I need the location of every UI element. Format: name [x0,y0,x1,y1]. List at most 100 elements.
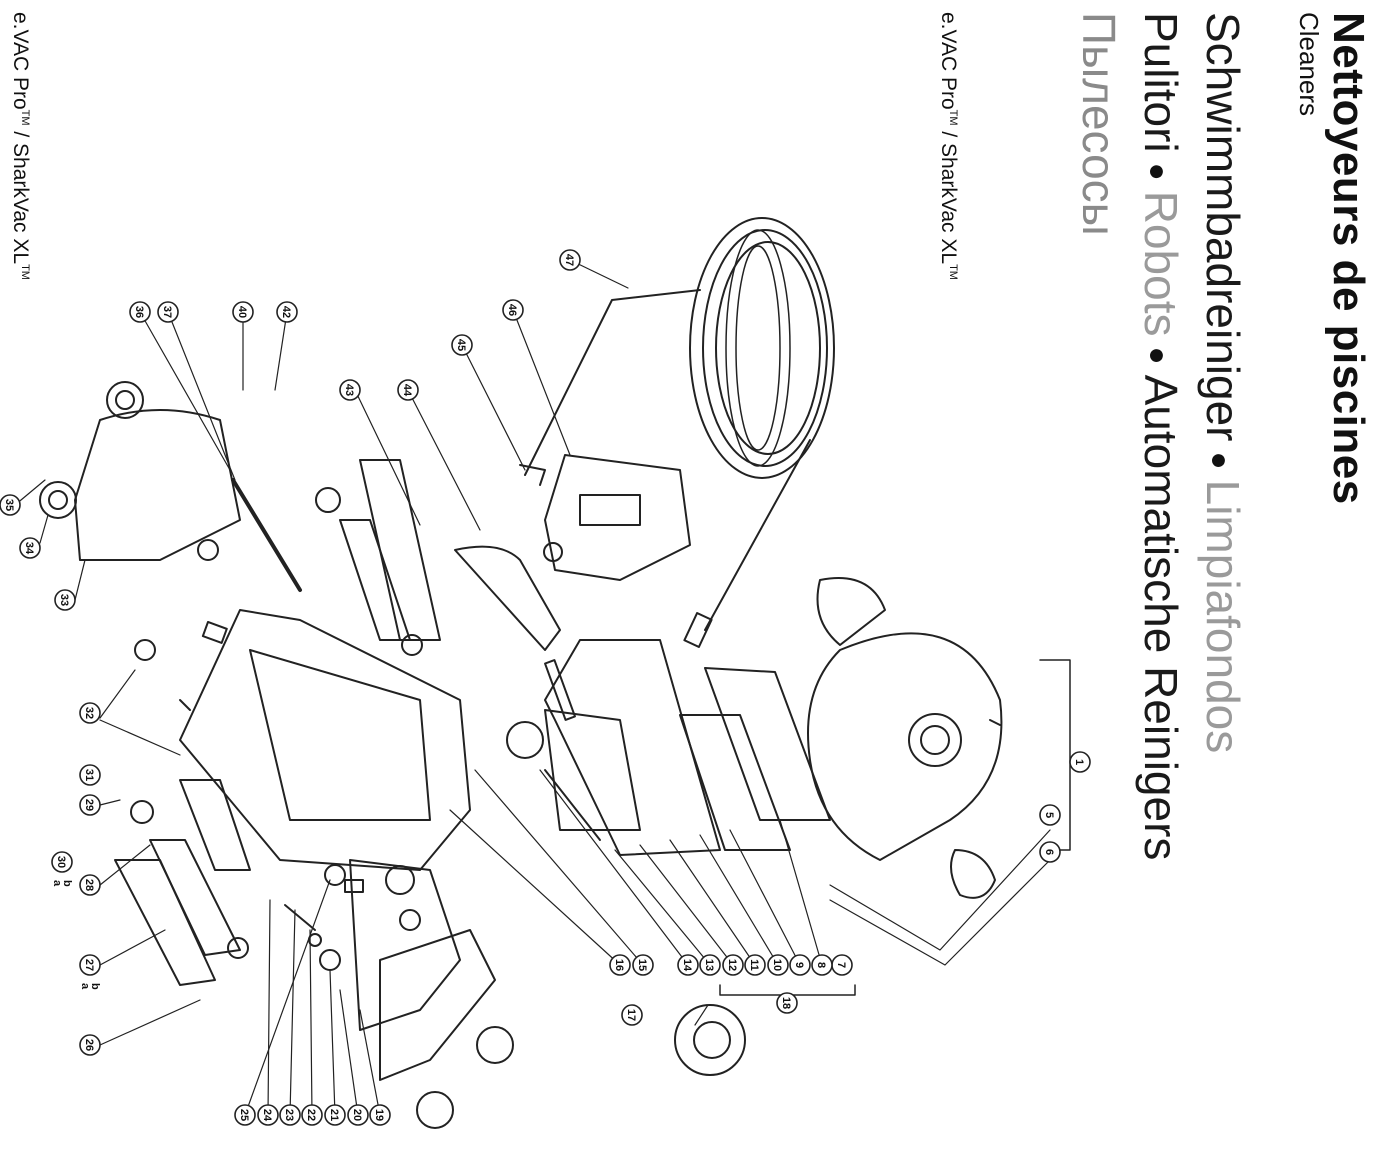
filter-panels [679,667,831,851]
callout-label: 25 [238,1109,250,1121]
callout-label: 24 [261,1109,273,1122]
callout-20: 20 [347,1104,369,1126]
callout-34: 34 [19,537,41,559]
callout-10: 10 [767,954,789,976]
callout-label: 9 [793,962,805,968]
callout-19: 19 [369,1104,391,1126]
callout-8: 8 [811,954,833,976]
leader-lines [14,259,1061,1116]
callout-14: 14 [677,954,699,976]
callout-label: 47 [563,254,575,266]
callout-label: 40 [236,306,248,318]
callout-label: 12 [726,959,738,971]
callout-label: 43 [343,384,355,396]
impeller-part [674,1004,746,1076]
callout-37: 37 [157,301,179,323]
top-housing-cover [807,577,1003,899]
callout-21: 21 [324,1104,346,1126]
callout-18: 18 [776,992,798,1014]
motor-block-left [39,381,302,592]
callout-label: 22 [305,1109,317,1121]
callout-label: 15 [636,959,648,971]
callout-47: 47 [559,249,581,271]
callout-28: 28 [79,874,101,896]
callout-43: 43 [339,379,361,401]
callout-26: 26 [79,1034,101,1056]
callout-42: 42 [276,301,298,323]
callout-15: 15 [632,954,654,976]
callout-22: 22 [301,1104,323,1126]
callout-numbers: 1567891011121314151617181920212223242526… [0,249,1091,1126]
callout-30: 30 ab [51,851,73,887]
callout-46: 46 [502,299,524,321]
callout-label: 8 [815,962,827,968]
part-1-bracket [1039,659,1071,851]
callout-label: 18 [780,997,792,1009]
callout-label: 13 [703,959,715,971]
callout-23: 23 [279,1104,301,1126]
callout-sublabel: a [79,983,91,990]
callout-31: 31 [79,764,101,786]
callout-sublabel: a [51,880,63,887]
callout-44: 44 [397,379,419,401]
callout-label: 7 [835,962,847,968]
callout-33: 33 [54,589,76,611]
callout-17: 17 [621,1004,643,1026]
callout-label: 20 [351,1109,363,1121]
callout-9: 9 [789,954,811,976]
callout-label: 30 [55,856,67,868]
floating-cable-coil [524,217,835,648]
callout-13: 13 [699,954,721,976]
callout-label: 35 [3,499,15,511]
callout-label: 11 [748,959,760,971]
callout-7: 7 [831,954,853,976]
gear-set-left [134,539,219,711]
callout-16: 16 [609,954,631,976]
callout-label: 1 [1073,759,1085,765]
callout-label: 32 [83,707,95,719]
callout-label: 44 [401,384,413,397]
front-brush-roller [315,459,561,656]
callout-45: 45 [451,334,473,356]
callout-label: 21 [328,1109,340,1121]
callout-5: 5 [1039,804,1061,826]
callout-label: 17 [625,1009,637,1021]
callout-label: 5 [1043,812,1055,818]
track-side-plate [349,859,514,1129]
callout-24: 24 [257,1104,279,1126]
callout-sublabel: b [61,880,73,887]
callout-40: 40 [232,301,254,323]
callout-35: 35 [0,494,21,516]
callout-label: 42 [280,306,292,318]
callout-label: 28 [83,879,95,891]
main-chassis [179,609,471,871]
callout-label: 46 [506,304,518,316]
callout-label: 34 [23,542,35,555]
callout-27: 27 ab [79,954,101,990]
rear-brush-roller [114,779,251,986]
callout-label: 23 [283,1109,295,1121]
callout-25: 25 [234,1104,256,1126]
callout-36: 36 [129,301,151,323]
callout-label: 31 [83,769,95,781]
callout-label: 29 [83,799,95,811]
callout-label: 10 [771,959,783,971]
callout-label: 27 [83,959,95,971]
callout-label: 36 [133,306,145,318]
power-supply-box [519,454,691,581]
callout-label: 45 [455,339,467,351]
callout-label: 19 [373,1109,385,1121]
callout-32: 32 [79,702,101,724]
callout-12: 12 [722,954,744,976]
callout-label: 26 [83,1039,95,1051]
callout-label: 16 [613,959,625,971]
callout-29: 29 [79,794,101,816]
callout-1: 1 [1069,751,1091,773]
small-parts [284,864,364,971]
callout-sublabel: b [89,983,101,990]
callout-label: 6 [1043,849,1055,855]
callout-label: 37 [161,306,173,318]
callout-6: 6 [1039,841,1061,863]
